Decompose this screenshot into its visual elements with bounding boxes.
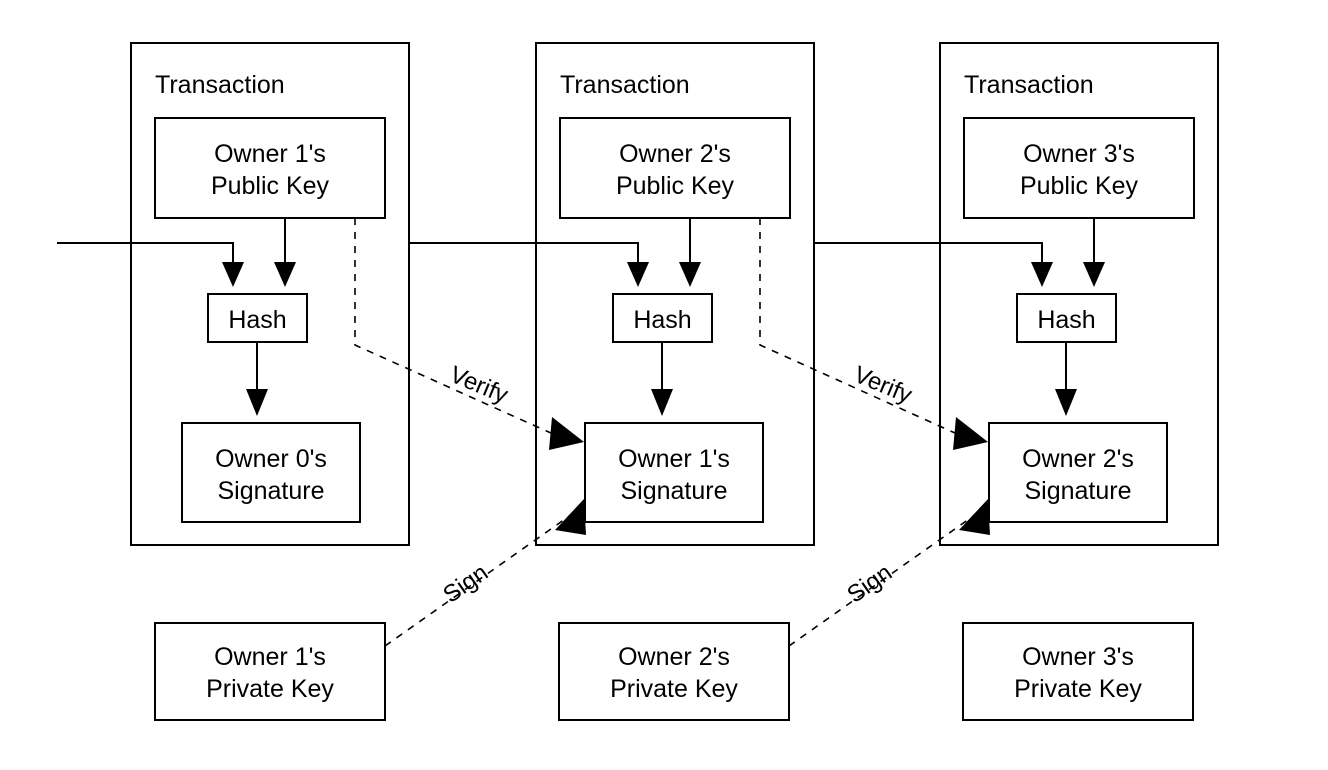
sign-edge-2-label: Sign bbox=[842, 559, 897, 609]
transaction-3-signature-line1: Owner 2's bbox=[1022, 445, 1134, 473]
private-key-3-box[interactable] bbox=[962, 622, 1194, 721]
arrow-head-hash3-right bbox=[1083, 262, 1105, 287]
transaction-1-signature-box[interactable] bbox=[181, 422, 361, 523]
transaction-3-hash-label: Hash bbox=[1037, 306, 1095, 334]
verify-edge-2-label: Verify bbox=[850, 361, 916, 409]
sign-edge-1-label: Sign bbox=[438, 559, 493, 609]
arrow-head-hash2-left bbox=[627, 262, 649, 287]
transaction-1-public-key-line1: Owner 1's bbox=[214, 140, 326, 168]
transaction-2-signature-line1: Owner 1's bbox=[618, 445, 730, 473]
transaction-2-signature-box[interactable] bbox=[584, 422, 764, 523]
transaction-1-hash-label: Hash bbox=[228, 306, 286, 334]
chain-line-incoming-left bbox=[57, 242, 234, 262]
transaction-3-signature-line2: Signature bbox=[1024, 477, 1131, 505]
transaction-1-signature-line1: Owner 0's bbox=[215, 445, 327, 473]
private-key-1-group[interactable]: Owner 1's Private Key bbox=[154, 622, 386, 721]
private-key-3-line2: Private Key bbox=[1014, 675, 1142, 703]
transaction-2-signature-line2: Signature bbox=[620, 477, 727, 505]
chain-line-tx1-to-tx2 bbox=[409, 242, 639, 262]
arrow-head-sig2 bbox=[651, 389, 673, 416]
transaction-2-public-key-line2: Public Key bbox=[616, 172, 735, 200]
private-key-3-line1: Owner 3's bbox=[1022, 643, 1134, 671]
transaction-2-hash-label: Hash bbox=[633, 306, 691, 334]
transaction-2-public-key-box[interactable] bbox=[559, 117, 791, 219]
private-key-2-line1: Owner 2's bbox=[618, 643, 730, 671]
private-key-2-box[interactable] bbox=[558, 622, 790, 721]
sign-edge-2 bbox=[788, 511, 980, 647]
transaction-3-public-key-line2: Public Key bbox=[1020, 172, 1139, 200]
transaction-3-group[interactable]: Transaction Owner 3's Public Key Hash Ow… bbox=[939, 42, 1219, 546]
arrow-head-verify-1 bbox=[549, 417, 584, 450]
private-key-2-line2: Private Key bbox=[610, 675, 738, 703]
chain-line-tx2-to-tx3 bbox=[814, 242, 1043, 262]
transaction-2-public-key-line1: Owner 2's bbox=[619, 140, 731, 168]
transaction-3-public-key-line1: Owner 3's bbox=[1023, 140, 1135, 168]
verify-edge-1 bbox=[354, 218, 563, 439]
private-key-1-line1: Owner 1's bbox=[214, 643, 326, 671]
transaction-1-public-key-box[interactable] bbox=[154, 117, 386, 219]
transaction-3-title: Transaction bbox=[964, 71, 1094, 99]
arrow-head-sign-2 bbox=[959, 499, 990, 535]
private-key-1-box[interactable] bbox=[154, 622, 386, 721]
verify-edge-2 bbox=[759, 218, 967, 439]
transaction-3-hash-box[interactable] bbox=[1016, 293, 1117, 343]
transaction-3-public-key-box[interactable] bbox=[963, 117, 1195, 219]
transaction-1-group[interactable]: Transaction Owner 1's Public Key Hash Ow… bbox=[130, 42, 410, 546]
transaction-3-signature-box[interactable] bbox=[988, 422, 1168, 523]
private-key-1-line2: Private Key bbox=[206, 675, 334, 703]
arrow-head-hash3-left bbox=[1031, 262, 1053, 287]
transaction-1-hash-box[interactable] bbox=[207, 293, 308, 343]
private-key-2-group[interactable]: Owner 2's Private Key bbox=[558, 622, 790, 721]
verify-edge-1-label: Verify bbox=[446, 361, 512, 409]
arrow-head-hash2-right bbox=[679, 262, 701, 287]
transaction-1-title: Transaction bbox=[155, 71, 285, 99]
arrow-head-sig1 bbox=[246, 389, 268, 416]
arrow-head-sign-1 bbox=[555, 499, 586, 535]
arrow-head-hash1-left bbox=[222, 262, 244, 287]
arrow-head-verify-2 bbox=[953, 417, 988, 450]
transaction-1-signature-line2: Signature bbox=[217, 477, 324, 505]
transaction-2-group[interactable]: Transaction Owner 2's Public Key Hash Ow… bbox=[535, 42, 815, 546]
sign-edge-1 bbox=[384, 511, 576, 647]
private-key-3-group[interactable]: Owner 3's Private Key bbox=[962, 622, 1194, 721]
arrow-head-sig3 bbox=[1055, 389, 1077, 416]
transaction-2-title: Transaction bbox=[560, 71, 690, 99]
arrow-head-hash1-right bbox=[274, 262, 296, 287]
transaction-1-public-key-line2: Public Key bbox=[211, 172, 330, 200]
